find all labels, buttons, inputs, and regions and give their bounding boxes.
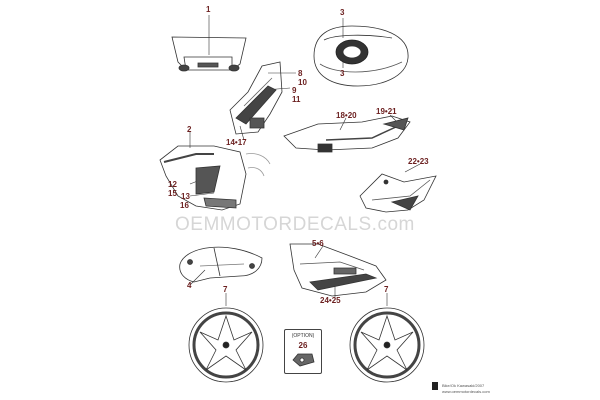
part-upper-side-fairing xyxy=(230,62,282,134)
callout-7-front: 7 xyxy=(223,285,228,294)
brand-logo-mark xyxy=(432,382,438,390)
callout-13: 13 xyxy=(181,192,190,201)
part-lower-cowl xyxy=(290,244,386,296)
part-windscreen xyxy=(172,37,246,71)
callout-4: 4 xyxy=(187,281,192,290)
part-fuel-tank xyxy=(314,26,408,86)
callout-3-bottom: 3 xyxy=(340,69,345,78)
option-box: (OPTION) 26 xyxy=(284,329,322,374)
callout-22-23: 22•23 xyxy=(408,157,429,166)
callout-18-20: 18•20 xyxy=(336,111,357,120)
part-option-item xyxy=(293,354,314,366)
callout-8-10: 8 10 xyxy=(298,69,307,87)
callout-2: 2 xyxy=(187,125,192,134)
callout-14-17: 14•17 xyxy=(226,138,247,147)
part-tail-cowl xyxy=(284,116,410,152)
part-front-cowl xyxy=(160,146,270,210)
callout-12: 12 xyxy=(168,180,177,189)
part-rear-wheel xyxy=(350,308,424,382)
callout-3-top: 3 xyxy=(340,8,345,17)
callout-16: 16 xyxy=(180,201,189,210)
callout-15: 15 xyxy=(168,189,177,198)
callout-24-25: 24•25 xyxy=(320,296,341,305)
leader-lines xyxy=(190,15,420,306)
callout-9-11: 9 11 xyxy=(292,86,301,105)
part-front-fender xyxy=(180,247,262,282)
credit-line-2: www.oemmotordecals.com xyxy=(442,389,490,394)
callout-1: 1 xyxy=(206,5,211,14)
credit-line-1: Bike/Ok Kawasaki/2007 xyxy=(442,383,485,388)
watermark-text: OEMMOTORDECALS.com xyxy=(175,214,415,235)
callout-26: 26 xyxy=(298,341,308,350)
part-front-wheel xyxy=(189,308,263,382)
callout-5-6: 5•6 xyxy=(312,239,324,248)
part-tail-side-panel xyxy=(360,174,436,212)
callout-7-rear: 7 xyxy=(384,285,389,294)
option-label: (OPTION) xyxy=(291,333,315,339)
callout-19-21: 19•21 xyxy=(376,107,397,116)
